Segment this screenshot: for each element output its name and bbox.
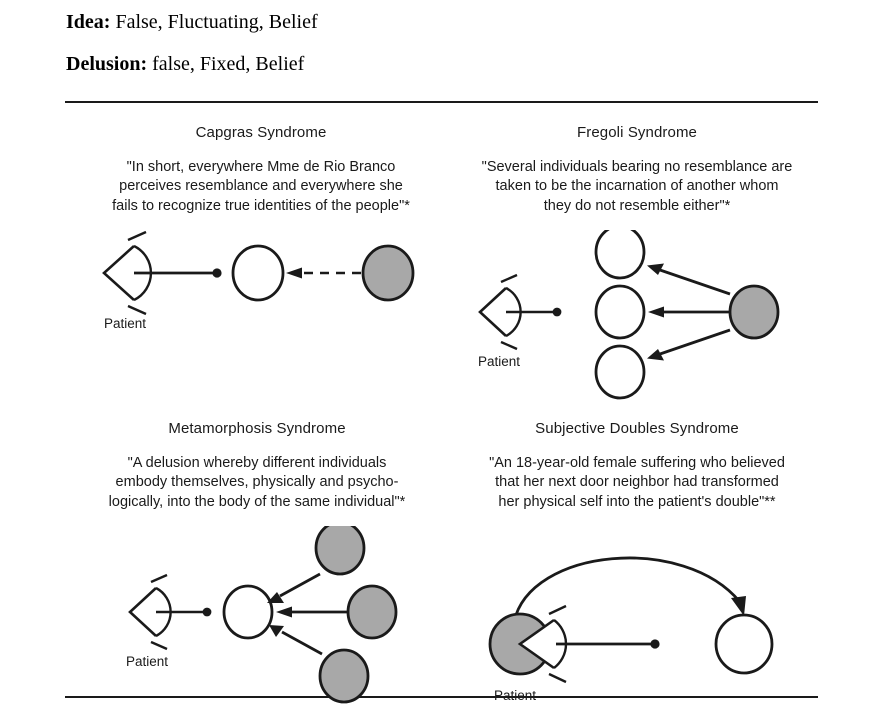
subjective-doubles-diagram-svg xyxy=(488,556,774,683)
divider-bottom xyxy=(65,696,818,698)
dashed-arrow-real-to-perceived xyxy=(286,267,361,279)
gaze-line-to-person-middle xyxy=(506,307,562,317)
panel-subjective-doubles-quote: "An 18-year-old female suffering who bel… xyxy=(489,455,785,510)
arrow-persecutor-to-middle xyxy=(648,306,730,318)
fregoli-diagram-svg xyxy=(478,224,780,400)
panel-fregoli-quote: "Several individuals bearing no resembla… xyxy=(481,159,793,214)
gaze-line-to-target-individual xyxy=(156,607,212,617)
arrow-persecutor-to-upper xyxy=(647,263,731,296)
definition-idea-term: Idea: xyxy=(66,11,111,33)
capgras-diagram-svg xyxy=(102,230,415,315)
node-person-lower xyxy=(318,648,370,704)
panel-fregoli-title: Fregoli Syndrome xyxy=(577,124,697,141)
node-target-individual xyxy=(222,584,274,640)
definition-delusion-term: Delusion: xyxy=(66,53,148,75)
definition-idea: Idea: False, Fluctuating, Belief xyxy=(66,12,826,32)
arrow-upper-to-target xyxy=(267,572,321,603)
divider-top xyxy=(65,101,818,103)
patient-label-fregoli: Patient xyxy=(478,353,521,369)
definition-idea-value: False, Fluctuating, Belief xyxy=(110,11,318,33)
panel-metamorphosis-diagram: Patient xyxy=(72,520,442,726)
panel-metamorphosis-quote: "A delusion whereby different individual… xyxy=(108,455,406,510)
gaze-line-to-perceived-identity xyxy=(134,268,222,278)
panel-metamorphosis: Metamorphosis Syndrome "A delusion where… xyxy=(72,420,442,726)
node-person-middle xyxy=(594,284,646,340)
panel-subjective-doubles-title: Subjective Doubles Syndrome xyxy=(535,420,739,437)
node-double xyxy=(714,613,774,675)
gaze-line-to-double xyxy=(556,639,660,649)
metamorphosis-diagram-svg xyxy=(128,520,398,704)
node-person-upper xyxy=(594,224,646,280)
arrow-lower-to-target xyxy=(269,624,323,656)
eye-wedge-cutout xyxy=(520,617,556,670)
definition-delusion: Delusion: false, Fixed, Belief xyxy=(66,54,826,74)
panel-subjective-doubles-diagram: Patient xyxy=(452,526,822,726)
panel-capgras: Capgras Syndrome "In short, everywhere M… xyxy=(76,124,446,430)
panel-fregoli: Fregoli Syndrome "Several individuals be… xyxy=(452,124,822,430)
patient-label-capgras: Patient xyxy=(104,315,147,331)
panel-metamorphosis-title: Metamorphosis Syndrome xyxy=(168,420,346,437)
arrow-persecutor-to-lower xyxy=(647,328,731,361)
panel-subjective-doubles: Subjective Doubles Syndrome "An 18-year-… xyxy=(452,420,822,726)
node-real-person xyxy=(361,244,415,302)
panel-capgras-quote: "In short, everywhere Mme de Rio Branco … xyxy=(112,159,410,214)
node-person-middle xyxy=(346,584,398,640)
node-single-persecutor xyxy=(728,284,780,340)
definition-delusion-value: false, Fixed, Belief xyxy=(147,53,305,75)
patient-label-metamorphosis: Patient xyxy=(126,653,169,669)
panel-fregoli-diagram: Patient xyxy=(452,224,822,430)
curved-arrow-self-to-double xyxy=(512,556,746,623)
definitions-block: Idea: False, Fluctuating, Belief Delusio… xyxy=(66,12,826,74)
node-person-lower xyxy=(594,344,646,400)
panel-capgras-diagram: Patient xyxy=(76,230,446,430)
node-person-upper xyxy=(314,520,366,576)
patient-label-subjective-doubles: Patient xyxy=(494,687,537,703)
arrow-middle-to-target xyxy=(276,606,348,618)
panel-capgras-title: Capgras Syndrome xyxy=(195,124,327,141)
node-perceived-identity xyxy=(231,244,285,302)
